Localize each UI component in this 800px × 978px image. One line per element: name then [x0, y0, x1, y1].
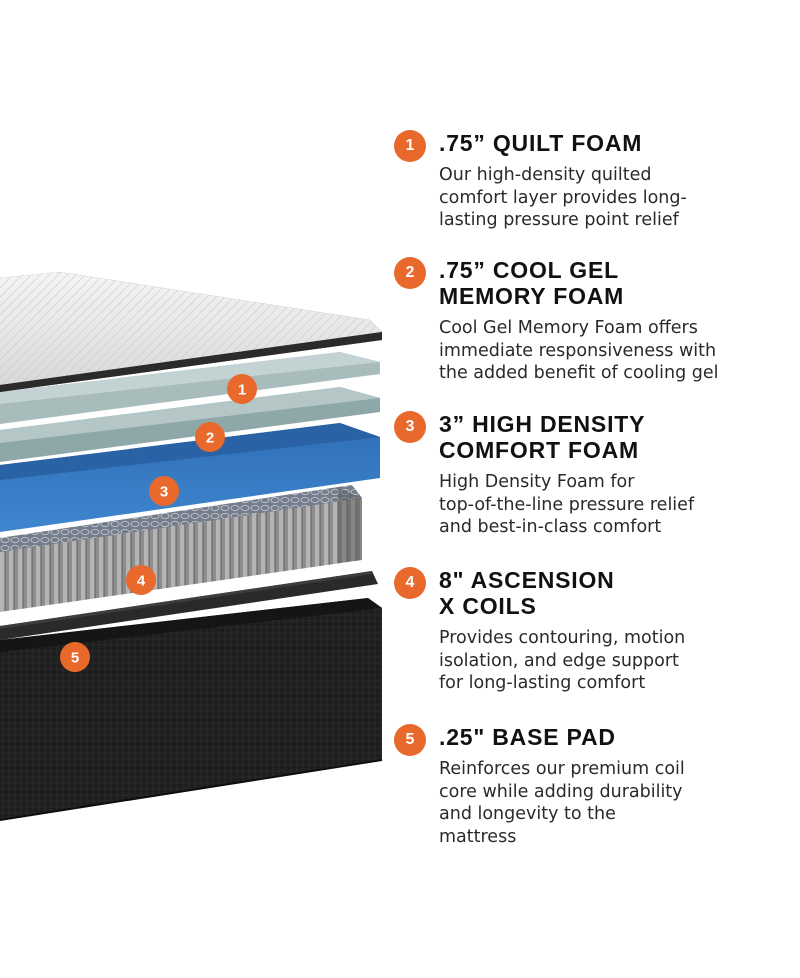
- quilt-foam-layer: [0, 352, 380, 424]
- feature-cool-gel-memory-foam: 2 .75” COOL GEL MEMORY FOAM Cool Gel Mem…: [394, 257, 789, 385]
- coil-layer: [0, 485, 362, 612]
- marker-2: 2: [195, 422, 225, 452]
- marker-2-number: 2: [206, 430, 214, 447]
- feature-title: .25" BASE PAD: [439, 724, 616, 750]
- feature-base-pad: 5 .25" BASE PAD Reinforces our premium c…: [394, 724, 789, 848]
- marker-5-number: 5: [71, 650, 79, 667]
- feature-ascension-x-coils: 4 8" ASCENSION X COILS Provides contouri…: [394, 567, 789, 695]
- feature-description: High Density Foam for top-of-the-line pr…: [439, 472, 695, 537]
- marker-4-number: 4: [137, 573, 146, 590]
- feature-number-badge: 2: [394, 257, 426, 289]
- feature-title: 3” HIGH DENSITY COMFORT FOAM: [439, 411, 646, 463]
- marker-3: 3: [149, 476, 179, 506]
- feature-description: Reinforces our premium coil core while a…: [439, 759, 685, 847]
- base-pad-layer: [0, 571, 378, 640]
- feature-description: Our high-density quilted comfort layer p…: [439, 165, 687, 230]
- marker-1: 1: [227, 374, 257, 404]
- feature-title: .75” QUILT FOAM: [439, 130, 643, 156]
- feature-description: Provides contouring, motion isolation, a…: [439, 628, 686, 693]
- gel-memory-foam-layer: [0, 387, 380, 462]
- marker-5: 5: [60, 642, 90, 672]
- feature-quilt-foam: 1 .75” QUILT FOAM Our high-density quilt…: [394, 130, 789, 232]
- quilted-cover: [0, 272, 382, 392]
- feature-description: Cool Gel Memory Foam offers immediate re…: [439, 318, 719, 383]
- high-density-foam-layer: [0, 423, 380, 532]
- feature-number-badge: 3: [394, 411, 426, 443]
- feature-number-badge: 1: [394, 130, 426, 162]
- marker-1-number: 1: [238, 382, 246, 399]
- marker-3-number: 3: [160, 484, 168, 501]
- base-layer: [0, 598, 383, 821]
- feature-number-badge: 5: [394, 724, 426, 756]
- feature-high-density-comfort-foam: 3 3” HIGH DENSITY COMFORT FOAM High Dens…: [394, 411, 789, 539]
- feature-title: 8" ASCENSION X COILS: [439, 567, 615, 619]
- feature-number-badge: 4: [394, 567, 426, 599]
- feature-title: .75” COOL GEL MEMORY FOAM: [439, 257, 625, 309]
- marker-4: 4: [126, 565, 156, 595]
